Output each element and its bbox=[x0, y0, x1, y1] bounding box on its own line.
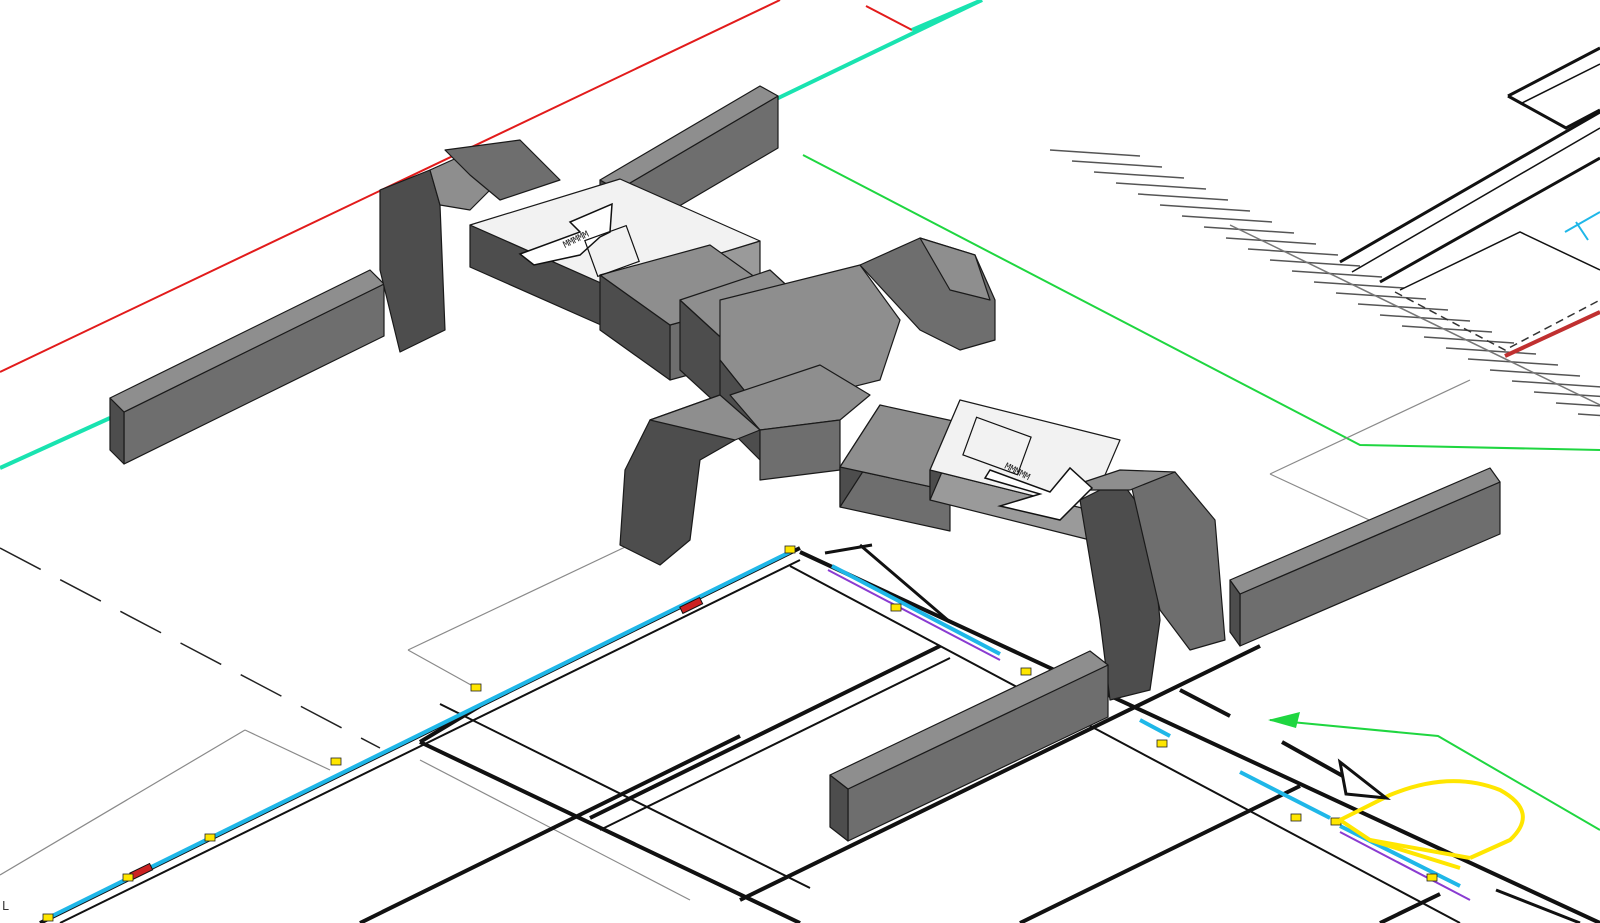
pipe-fitting bbox=[890, 603, 902, 612]
hatch-line bbox=[1269, 259, 1361, 267]
tee-lower-top bbox=[729, 364, 871, 431]
hatch-line bbox=[1137, 193, 1229, 201]
duct-left-upper bbox=[109, 269, 385, 465]
pipe-fitting bbox=[1426, 873, 1438, 882]
green-line-upper bbox=[802, 154, 1600, 451]
floor-frame-grid bbox=[39, 543, 1600, 923]
duct-right-long bbox=[1229, 467, 1501, 647]
hatch-line bbox=[1093, 171, 1185, 179]
hatch-line bbox=[1313, 281, 1405, 289]
piping-runs bbox=[47, 550, 1461, 920]
hatch-line bbox=[1357, 303, 1449, 311]
hatch-line bbox=[1115, 182, 1207, 190]
teal-line bbox=[0, 416, 111, 470]
hatch-line bbox=[1401, 325, 1493, 333]
hatch-line bbox=[1159, 204, 1251, 212]
elbow-center-right-top bbox=[919, 237, 991, 301]
pipe-fitting bbox=[1156, 739, 1168, 748]
pipe-fitting bbox=[330, 757, 342, 766]
green-line-lower bbox=[1269, 719, 1600, 831]
hatch-line bbox=[1555, 402, 1600, 407]
green-arrow-head bbox=[1268, 712, 1300, 728]
hatch-line bbox=[1335, 292, 1427, 300]
flow-direction-arrow-icon bbox=[1281, 740, 1391, 801]
elbow-lower-left-top bbox=[649, 394, 761, 441]
hatch-line bbox=[1291, 270, 1383, 278]
dimension-lines bbox=[0, 379, 1471, 901]
pipe-fitting bbox=[1290, 813, 1302, 822]
hatch-line bbox=[1247, 248, 1339, 256]
building-frame-upper-right bbox=[1339, 46, 1600, 358]
unit-panel bbox=[584, 224, 640, 278]
elbow-left-back bbox=[444, 139, 561, 201]
hatch-line bbox=[1049, 149, 1141, 157]
pipe-fitting bbox=[470, 683, 482, 692]
hatch-line bbox=[1533, 391, 1600, 398]
hatch-line bbox=[1379, 314, 1471, 322]
duct-lower-right-top bbox=[829, 650, 1109, 790]
reference-lines bbox=[0, 0, 1600, 901]
pipe-fitting bbox=[204, 833, 216, 842]
pipe-fittings bbox=[42, 545, 1438, 922]
airflow-arrow-icon bbox=[983, 466, 1094, 521]
pipe-fitting bbox=[42, 913, 54, 922]
teal-line-3 bbox=[911, 0, 983, 32]
corner-mark: L bbox=[2, 899, 9, 913]
cyan-mark-icon bbox=[1564, 211, 1600, 241]
hatch-line bbox=[1071, 160, 1163, 168]
duct-right-long-top bbox=[1229, 467, 1501, 595]
unit-panel bbox=[962, 416, 1032, 476]
hatch-line bbox=[1203, 226, 1295, 234]
red-boundary-line-2 bbox=[865, 5, 913, 31]
hatch-line bbox=[1577, 413, 1600, 417]
dashed-centerline bbox=[0, 547, 381, 749]
pipe-fitting bbox=[784, 545, 796, 554]
hatch-line bbox=[1225, 237, 1317, 245]
duct-lower-right bbox=[829, 650, 1109, 842]
piping-violet bbox=[827, 569, 1471, 901]
yellow-handrail-fitting bbox=[1338, 779, 1525, 870]
hatch-pattern-icon bbox=[1049, 149, 1600, 426]
hatch-line bbox=[1423, 336, 1515, 344]
pipe-fitting bbox=[1020, 667, 1032, 676]
tee-lower-side bbox=[759, 419, 841, 481]
hatch-line bbox=[1445, 347, 1537, 355]
hatch-line bbox=[1181, 215, 1273, 223]
elbow-left-riser bbox=[379, 169, 446, 353]
pipe-fitting bbox=[122, 873, 134, 882]
wall-edge bbox=[1229, 224, 1600, 406]
